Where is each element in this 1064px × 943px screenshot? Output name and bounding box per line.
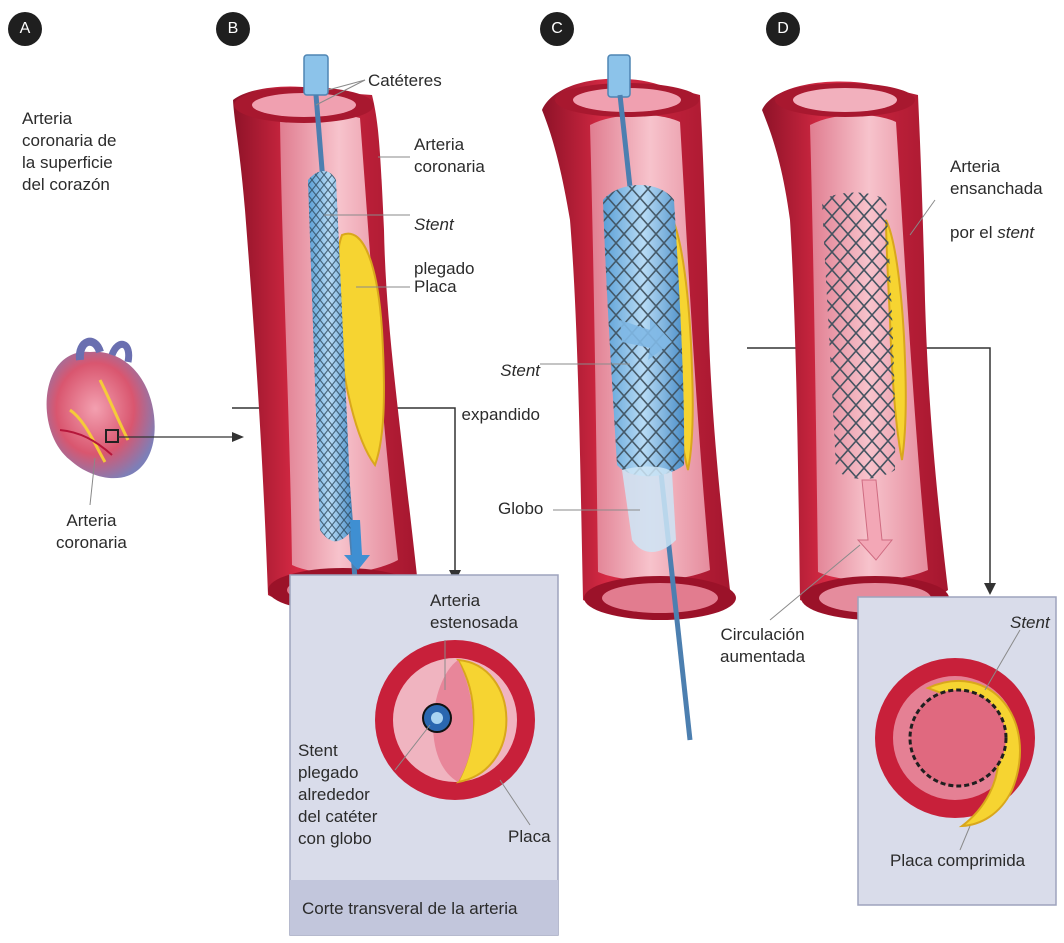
panel-d-badge: D [766,12,800,46]
balloon-label: Globo [498,498,543,520]
d-inset-arrowhead [984,583,996,595]
expanded-stent-word: Stent [500,361,540,380]
increased-circulation-label: Circulación aumentada [720,624,805,668]
stent-around-catheter-label: Stent plegado alrededor del catéter con … [298,740,377,850]
panel-a-badge: A [8,12,42,46]
expanded-stent-label: Stent expandido [460,338,540,426]
connector-arrowhead [232,432,244,442]
widened-artery-label: Arteria ensanchada por el stent [950,134,1043,244]
heart-illustration [47,342,155,478]
stent-label-inset-d: Stent [1010,612,1050,634]
widened-artery-text: Arteria ensanchada [950,157,1043,198]
stenosed-artery-label: Arteria estenosada [430,590,518,634]
coronary-artery-label: Arteria coronaria [414,134,485,178]
panel-c-badge: C [540,12,574,46]
heart-artery-label: Arteria coronaria [56,510,127,554]
widened-by-text: por el [950,223,997,242]
panel-b-badge: B [216,12,250,46]
compressed-plaque-label: Placa comprimida [890,850,1025,872]
widened-by-stent-word: stent [997,223,1034,242]
collapsed-stent-word: Stent [414,215,454,234]
panel-a-heading: Arteria coronaria de la superficie del c… [22,108,117,196]
artery-c [542,55,736,740]
collapsed-stent-label: Stent plegado [414,192,475,280]
plaque-label-b: Placa [414,276,457,298]
plaque-label-inset-b: Placa [508,826,551,848]
expanded-stent-state: expandido [462,405,540,424]
inset-b-caption: Corte transveral de la arteria [302,898,517,920]
catheters-label: Catéteres [368,70,442,92]
artery-d [762,81,949,620]
